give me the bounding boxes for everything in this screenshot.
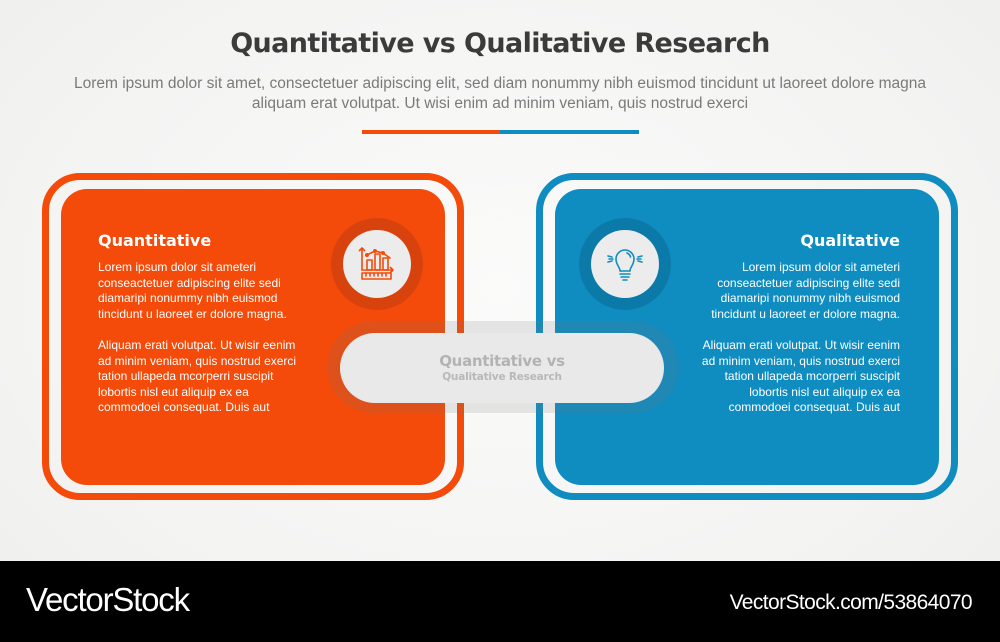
footer-brand: VectorStock	[26, 581, 190, 618]
page-subtitle: Lorem ipsum dolor sit amet, consectetuer…	[73, 75, 927, 112]
chart-ruler-icon	[358, 247, 394, 280]
footer-bar: VectorStock VectorStock.com/53864070	[0, 561, 1000, 642]
quantitative-paragraph-2: Aliquam erati volutpat. Ut wisir eenim a…	[98, 337, 297, 415]
qualitative-icon-halo	[579, 218, 671, 310]
qualitative-title: Qualitative	[800, 231, 900, 250]
footer-url: VectorStock.com/53864070	[729, 591, 973, 614]
center-pill-line-2: Qualitative Research	[442, 370, 562, 383]
center-pill-line-1: Quantitative vs	[439, 351, 565, 370]
page-title: Quantitative vs Qualitative Research	[230, 28, 770, 59]
divider-orange	[362, 130, 500, 134]
qualitative-paragraph-1: Lorem ipsum dolor sit ameteri conseactet…	[711, 260, 900, 321]
quantitative-body: Lorem ipsum dolor sit ameteri conseactet…	[98, 260, 298, 416]
lightbulb-icon	[607, 249, 643, 281]
qualitative-paragraph-2: Aliquam erati volutpat. Ut wisir eenim a…	[701, 337, 900, 415]
center-pill: Quantitative vs Qualitative Research	[340, 333, 664, 403]
qualitative-body: Lorem ipsum dolor sit ameteri conseactet…	[700, 260, 900, 416]
divider-blue	[500, 130, 639, 134]
qualitative-card: Qualitative Lorem ipsum dolor sit ameter…	[555, 189, 939, 485]
quantitative-icon-halo	[331, 218, 423, 310]
quantitative-card: Quantitative Lorem ipsum dolor sit amete…	[61, 189, 445, 485]
quantitative-paragraph-1: Lorem ipsum dolor sit ameteri conseactet…	[98, 260, 287, 321]
quantitative-title: Quantitative	[98, 231, 212, 250]
quantitative-icon-circle	[343, 230, 411, 298]
qualitative-icon-circle	[591, 230, 659, 298]
